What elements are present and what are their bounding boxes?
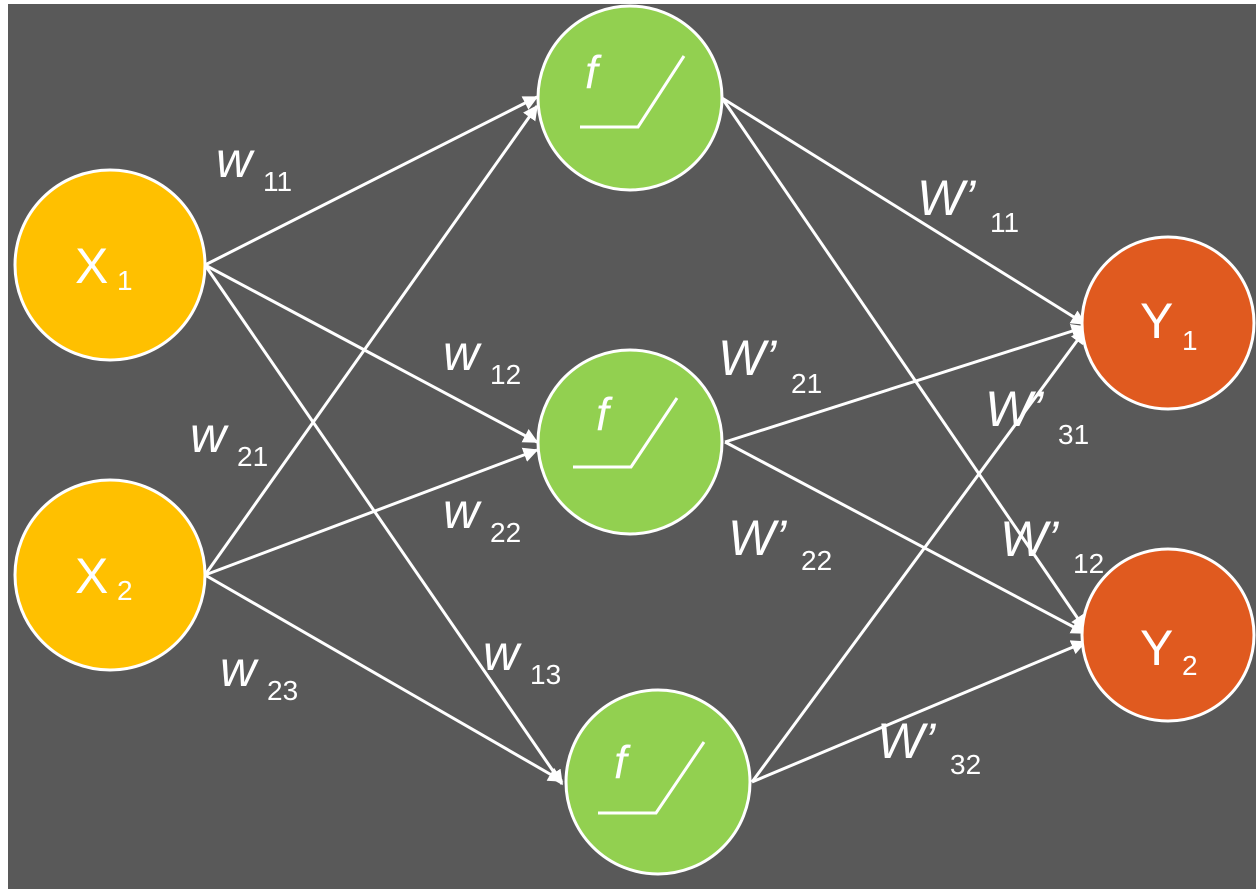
edge-x2-h3 [204, 573, 564, 783]
weight-label-wp21: W’ 21 [718, 330, 822, 399]
weight-label-wp12: W’ 12 [1000, 511, 1104, 579]
weight-label-w22-sub: 22 [490, 517, 521, 548]
weight-label-wp11: W’ 11 [917, 170, 1019, 238]
weight-label-wp21-sub: 21 [791, 368, 822, 399]
weight-label-w22-main: w [443, 483, 482, 539]
output-node-y1: Y 1 [1080, 235, 1256, 411]
edge-x1-h2 [204, 263, 539, 444]
weight-label-w21-main: w [190, 407, 229, 463]
hidden-node-h2: f [536, 348, 724, 536]
weight-label-w13-main: w [483, 625, 522, 681]
weight-label-w11-sub: 11 [263, 166, 292, 197]
weight-label-w11-main: w [216, 132, 255, 188]
relu-icon [598, 741, 706, 815]
weight-label-wp22-main: W’ [728, 510, 787, 566]
weight-label-wp31-main: W’ [985, 381, 1044, 437]
weight-label-w11: w 11 [216, 132, 292, 197]
weight-label-wp12-main: W’ [1000, 511, 1059, 567]
input-node-x2-main: X [75, 548, 108, 604]
edge-x1-h1 [204, 95, 539, 267]
weight-label-wp22: W’ 22 [728, 510, 832, 576]
output-node-y1-sub: 1 [1182, 325, 1198, 356]
relu-icon [573, 397, 679, 469]
weight-label-w12-main: w [443, 325, 482, 381]
weight-label-wp22-sub: 22 [801, 545, 832, 576]
weight-label-w12: w 12 [443, 325, 521, 390]
weight-label-w13: w 13 [483, 625, 561, 690]
edge-h2-y1 [724, 323, 1087, 444]
weight-label-wp31: W’ 31 [985, 381, 1089, 450]
output-node-y2: Y 2 [1080, 547, 1256, 723]
output-node-y2-main: Y [1140, 620, 1173, 676]
weight-label-w22: w 22 [443, 483, 521, 548]
hidden-node-h2-label: f [596, 388, 613, 440]
edge-h1-y2 [720, 97, 1087, 631]
input-node-x1-main: X [75, 238, 108, 294]
edge-x2-h2 [204, 447, 539, 577]
weight-label-wp32-main: W’ [877, 713, 936, 769]
weight-label-wp32: W’ 32 [877, 713, 981, 780]
weight-label-w23: w 23 [220, 641, 298, 706]
weight-label-wp31-sub: 31 [1058, 419, 1089, 450]
input-hidden-edges [203, 95, 564, 786]
edge-h1-y1 [721, 96, 1087, 326]
weight-label-w23-main: w [220, 641, 259, 697]
output-node-y1-main: Y [1140, 293, 1173, 349]
weight-label-wp12-sub: 12 [1073, 548, 1104, 579]
edge-h2-y2 [724, 440, 1087, 635]
hidden-node-h1-label: f [585, 46, 602, 98]
input-node-x1: X 1 [13, 168, 207, 362]
edge-x1-h3 [203, 264, 564, 786]
input-node-x2: X 2 [13, 478, 207, 672]
hidden-node-h1: f [536, 4, 724, 192]
edge-h3-y1 [750, 328, 1087, 783]
input-node-x1-sub: 1 [117, 265, 133, 296]
hidden-node-h3-label: f [614, 736, 631, 788]
weight-label-wp11-main: W’ [917, 170, 976, 226]
edge-x2-h1 [203, 104, 539, 576]
weight-label-wp32-sub: 32 [950, 749, 981, 780]
relu-icon [580, 55, 686, 129]
weight-label-w13-sub: 13 [530, 659, 561, 690]
weight-label-w23-sub: 23 [267, 675, 298, 706]
weight-label-wp11-sub: 11 [990, 207, 1019, 238]
weight-label-w12-sub: 12 [490, 359, 521, 390]
weight-label-w21: w 21 [190, 407, 268, 472]
edge-h3-y2 [751, 640, 1087, 784]
hidden-node-h3: f [564, 688, 752, 876]
hidden-output-edges [720, 96, 1087, 784]
input-node-x2-sub: 2 [117, 575, 133, 606]
output-node-y2-sub: 2 [1182, 650, 1198, 681]
weight-label-w21-sub: 21 [237, 441, 268, 472]
weight-label-wp21-main: W’ [718, 330, 777, 386]
